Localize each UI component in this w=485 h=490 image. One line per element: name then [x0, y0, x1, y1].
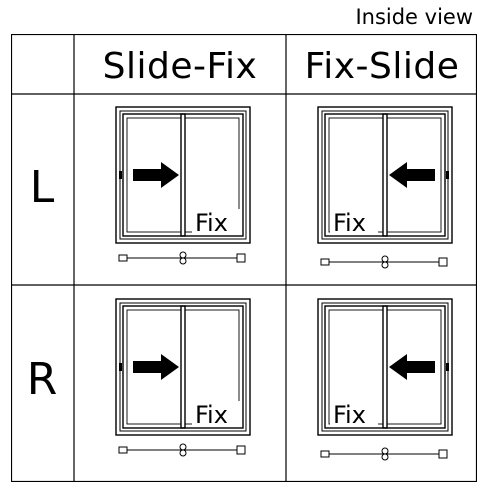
column-header-fix-slide: Fix-Slide: [304, 46, 460, 87]
fix-label-background: [192, 401, 240, 427]
row-label-r: R: [26, 354, 58, 405]
rail-end-left: [320, 450, 330, 458]
window-outer-frame: [115, 106, 251, 244]
rail-end-right: [438, 257, 448, 267]
rail-roller-top: [381, 255, 389, 263]
sash-handle: [446, 363, 449, 371]
rail-end-right: [236, 253, 246, 263]
fix-label: Fix: [333, 401, 366, 429]
window-outer-frame: [115, 298, 251, 436]
column-header-slide-fix: Slide-Fix: [102, 46, 258, 87]
right-glass: [386, 309, 442, 425]
rail-end-left: [118, 254, 128, 262]
slide-right-arrow-icon: [133, 162, 179, 188]
right-glass: [386, 117, 442, 233]
window-outer-frame: [317, 106, 453, 244]
caption-inside-view: Inside view: [355, 5, 473, 29]
sash-handle: [119, 171, 122, 179]
fix-label-background: [330, 401, 378, 427]
left-glass: [126, 309, 182, 425]
fix-label: Fix: [195, 209, 228, 237]
left-glass: [126, 117, 182, 233]
fix-label-background: [192, 209, 240, 235]
sash-handle: [446, 171, 449, 179]
rail-end-right: [438, 449, 448, 459]
sash-handle: [119, 363, 122, 371]
rail-roller-top: [381, 447, 389, 455]
table-outer-border: [11, 34, 477, 482]
row-label-l: L: [29, 162, 55, 213]
slide-left-arrow-icon: [389, 354, 435, 380]
rail-roller-top: [179, 251, 187, 259]
fix-label-background: [330, 209, 378, 235]
table-grid-lines: [11, 34, 477, 482]
rail-roller-bottom: [381, 261, 389, 269]
rail-roller-bottom: [179, 257, 187, 265]
window-configuration-table: Slide-Fix Fix-Slide L R Fix Fix Fix Fix: [11, 34, 477, 482]
window-diagram: Fix: [317, 298, 453, 461]
window-outer-frame: [317, 298, 453, 436]
window-diagram: Fix: [115, 106, 251, 265]
rail-end-left: [320, 258, 330, 266]
window-diagram: Fix: [115, 298, 251, 457]
fix-label: Fix: [333, 209, 366, 237]
window-diagram: Fix: [317, 106, 453, 269]
slide-left-arrow-icon: [389, 162, 435, 188]
fix-label: Fix: [195, 401, 228, 429]
rail-end-left: [118, 446, 128, 454]
slide-right-arrow-icon: [133, 354, 179, 380]
rail-roller-bottom: [381, 453, 389, 461]
rail-end-right: [236, 445, 246, 455]
rail-roller-bottom: [179, 449, 187, 457]
rail-roller-top: [179, 443, 187, 451]
